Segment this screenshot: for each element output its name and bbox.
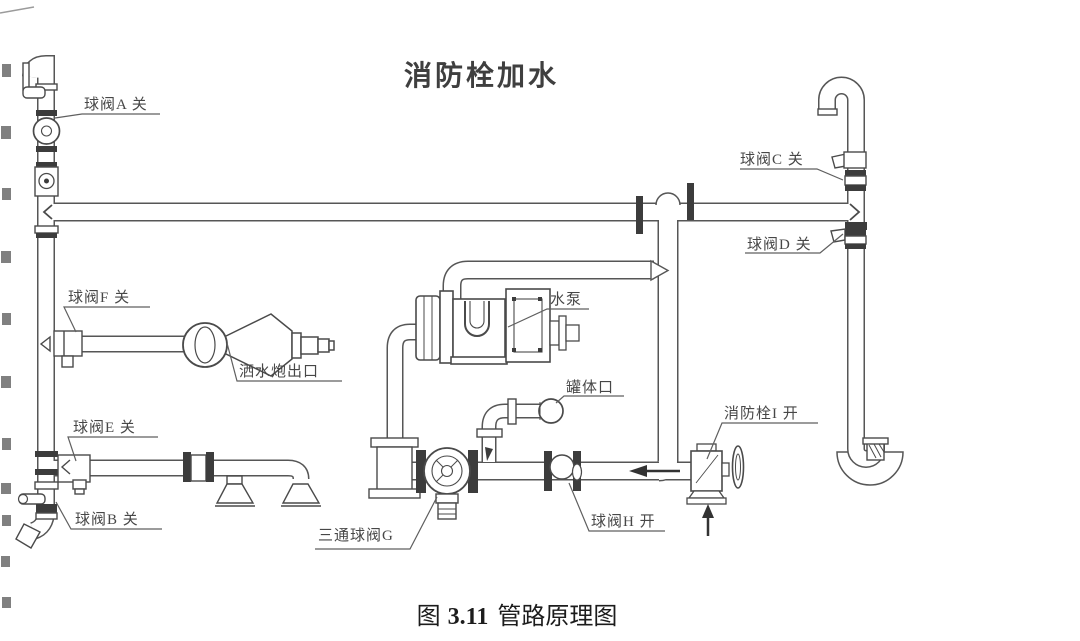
label-ball-valve-b: 球阀B 关 (75, 512, 139, 528)
flow-arrows (629, 259, 714, 536)
label-ball-valve-f: 球阀F 关 (68, 290, 131, 306)
cannon-swivel (182, 322, 228, 368)
label-three-way-valve-g: 三通球阀G (318, 528, 394, 544)
main-pipe-flanges (636, 183, 694, 234)
valve-f-assembly (39, 330, 83, 368)
ball-valve-b (36, 504, 57, 513)
hydrant-body (690, 450, 723, 492)
pump-frame (452, 298, 506, 360)
label-ball-valve-h: 球阀H 开 (591, 514, 656, 530)
pump-motor (415, 295, 441, 361)
caption-text: 管路原理图 (497, 604, 618, 630)
label-leaders (54, 113, 844, 550)
left-riser-fittings (15, 62, 61, 549)
hydrant-handwheel (731, 445, 745, 489)
diagram-title: 消防栓加水 (404, 61, 560, 92)
valve-d-lever (830, 228, 846, 243)
label-hydrant-i: 消防栓I 开 (724, 406, 799, 422)
label-tank-port: 罐体口 (566, 380, 615, 396)
caption-figure-word: 图 (416, 604, 441, 630)
ball-valve-f (53, 330, 83, 357)
water-cannon (182, 313, 335, 377)
pump-shaft (549, 320, 560, 346)
ball-valve-a (32, 117, 61, 145)
flow-chevron-left (42, 204, 53, 220)
suction-spool (368, 437, 421, 499)
label-ball-valve-e: 球阀E 关 (73, 420, 136, 436)
cannon-nozzle (291, 332, 302, 359)
caption-figure-number: 3.11 (447, 604, 489, 630)
label-cannon-outlet: 洒水炮出口 (239, 364, 320, 380)
ball-valve-c (843, 151, 867, 169)
page-edge-artifacts (0, 6, 35, 608)
bottom-flare-cap (15, 523, 41, 549)
label-ball-valve-a: 球阀A 关 (84, 97, 148, 113)
label-ball-valve-c: 球阀C 关 (740, 152, 804, 168)
label-ball-valve-d: 球阀D 关 (747, 237, 812, 253)
valve-a-lever (22, 86, 46, 99)
reducer-wedge (650, 259, 670, 282)
spray-bells (215, 475, 321, 507)
fire-hydrant-i (686, 443, 745, 505)
flow-arrow-left (629, 465, 647, 477)
spray-bell-right (281, 483, 321, 504)
water-pump (415, 288, 580, 365)
spray-bell-left (215, 483, 255, 504)
pipe-crossover-hump (655, 192, 681, 206)
flow-arrow-up (702, 504, 714, 518)
label-pump: 水泵 (550, 292, 583, 308)
tank-opening (538, 398, 564, 424)
ball-valve-h (544, 451, 583, 491)
three-way-ball-valve-g (416, 447, 478, 520)
ball-valve-e (57, 454, 91, 483)
valve-e-assembly (57, 452, 214, 495)
ball-valve-d (845, 230, 866, 236)
top-outlet-cap (22, 62, 30, 91)
right-riser-fittings (817, 108, 889, 461)
flow-chevron-right (849, 203, 861, 221)
flow-arrow-down (485, 447, 493, 461)
tank-port (476, 398, 564, 461)
